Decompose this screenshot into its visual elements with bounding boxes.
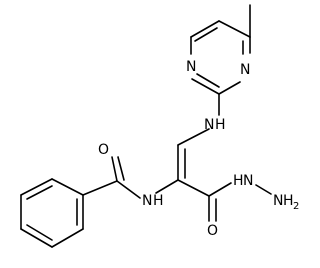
chemical-structure: N N N H N H O H N N H 2 O bbox=[20, 4, 299, 248]
bond-ring-c2-n3 bbox=[218, 81, 241, 95]
bond-nh-ch bbox=[177, 128, 210, 146]
bond-vinyl-namide bbox=[155, 179, 179, 194]
bond-ph-1 bbox=[51, 178, 84, 196]
atom-n-amide: N bbox=[142, 193, 152, 209]
bond-ring-c5-c6-inner bbox=[194, 27, 218, 42]
bond-ph-4 bbox=[20, 228, 53, 248]
bond-chydrazide-n bbox=[208, 182, 232, 197]
atom-h-hydrazide-1: H bbox=[233, 173, 244, 189]
bond-n-nh2 bbox=[255, 184, 272, 195]
bond-co-amide-a bbox=[111, 156, 118, 182]
bond-namide-ccarbonyl bbox=[116, 180, 141, 199]
atom-h2-hydrazide: H bbox=[283, 193, 294, 209]
atom-n-hydrazide-1: N bbox=[243, 173, 253, 189]
bond-ph-5 bbox=[51, 228, 84, 248]
atom-h-linker: H bbox=[215, 117, 226, 133]
bond-ring-c5-c6 bbox=[190, 20, 220, 38]
bond-ring-c4-c5 bbox=[218, 20, 251, 38]
bond-ring-n1-c2 bbox=[191, 78, 220, 95]
bond-ring-n1-c2-inner bbox=[196, 73, 220, 88]
bond-vinyl-chydrazide bbox=[177, 179, 210, 197]
bond-ph-inner-a bbox=[26, 185, 53, 200]
bond-ph-inner-b bbox=[26, 224, 53, 241]
atom-o-amide: O bbox=[98, 142, 109, 158]
atom-subscript-2: 2 bbox=[293, 201, 299, 212]
atom-labels: N N N H N H O H N N H 2 O bbox=[98, 59, 299, 239]
atom-n-ring-top: N bbox=[186, 59, 196, 75]
bonds bbox=[20, 4, 272, 248]
atom-n-ring-bottom: N bbox=[240, 62, 250, 78]
atom-o-hydrazide: O bbox=[207, 223, 218, 239]
atom-n-hydrazide-2: N bbox=[273, 193, 283, 209]
atom-nh-linker: N bbox=[204, 117, 214, 133]
bond-ccarbonyl-phenyl bbox=[82, 180, 118, 196]
atom-h-amide: H bbox=[153, 193, 164, 209]
bond-co-amide-b bbox=[117, 156, 125, 181]
bond-ph-2 bbox=[20, 178, 53, 196]
